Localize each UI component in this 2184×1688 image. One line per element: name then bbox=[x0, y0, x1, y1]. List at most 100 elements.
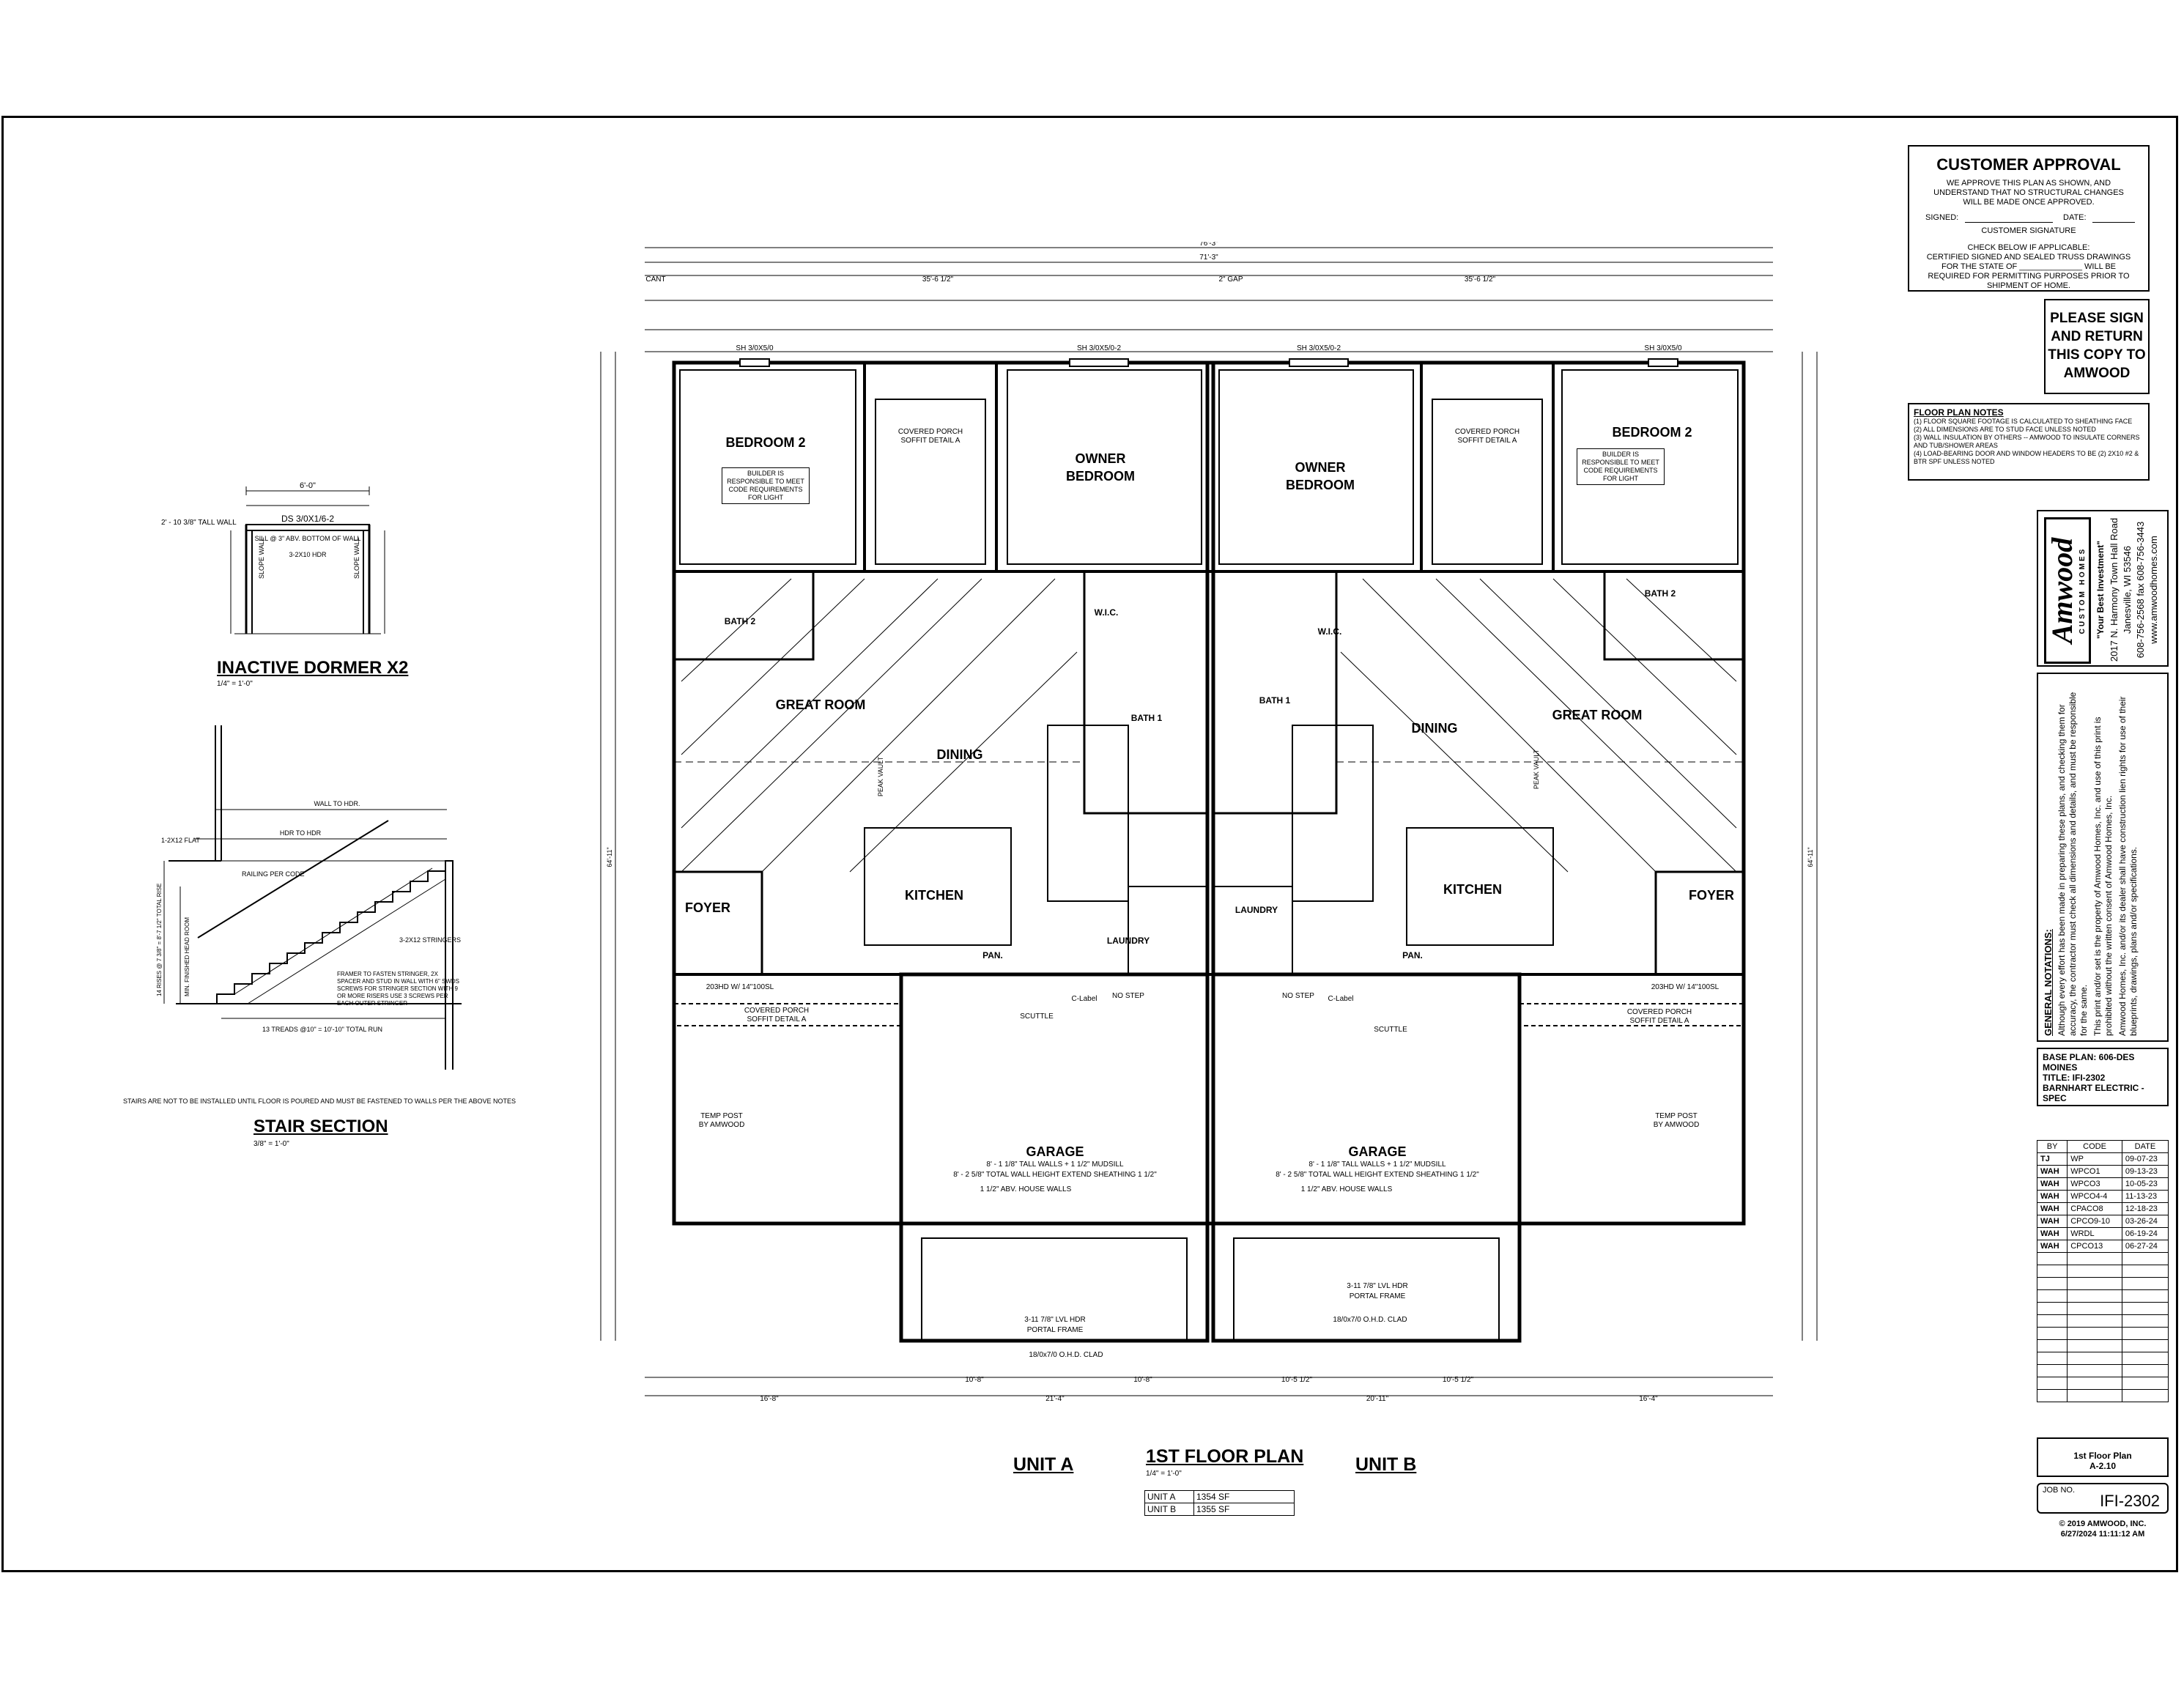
floor-plan-notes: FLOOR PLAN NOTES (1) FLOOR SQUARE FOOTAG… bbox=[1908, 403, 2150, 481]
unit-a-soffit-top: SOFFIT DETAIL A bbox=[901, 437, 960, 445]
unit-b-mudsill: 8' - 1 1/8" TALL WALLS + 1 1/2" MUDSILL bbox=[1308, 1160, 1446, 1169]
revision-cell: WAH bbox=[2036, 1202, 2068, 1215]
plan-subtitle: BARNHART ELECTRIC - SPEC bbox=[2043, 1083, 2144, 1103]
revision-cell-empty bbox=[2036, 1364, 2068, 1377]
unit-a-laundry-label: LAUNDRY bbox=[1107, 936, 1150, 946]
stair-scale: 3/8" = 1'-0" bbox=[253, 1140, 289, 1148]
revision-row-empty bbox=[2036, 1339, 2169, 1352]
revision-cell-empty bbox=[2067, 1265, 2122, 1278]
approval-signed-row: SIGNED: DATE: bbox=[1909, 207, 2148, 223]
job-number: IFI-2302 bbox=[2100, 1492, 2160, 1510]
dim-10-5-a: 10'-5 1/2" bbox=[1281, 1376, 1313, 1384]
half-dim-a: 35'-6 1/2" bbox=[922, 275, 954, 284]
unit-b-lvl: 3-11 7/8" LVL HDR bbox=[1347, 1282, 1407, 1290]
date-line[interactable] bbox=[2092, 222, 2135, 223]
unit-a-dining-label: DINING bbox=[937, 747, 983, 762]
unit-a-sheathing: 8' - 2 5/8" TOTAL WALL HEIGHT EXTEND SHE… bbox=[953, 1171, 1157, 1179]
revision-cell-empty bbox=[2036, 1302, 2068, 1315]
revision-cell-empty bbox=[2067, 1314, 2122, 1328]
revision-cell: CPCO13 bbox=[2067, 1240, 2122, 1253]
company-name: Amwood bbox=[2046, 537, 2078, 644]
please-sign-line-3: THIS COPY TO bbox=[2048, 347, 2146, 363]
area-table: UNIT A 1354 SF UNIT B 1355 SF bbox=[1144, 1490, 1295, 1516]
revision-cell-empty bbox=[2121, 1364, 2169, 1377]
unit-b-porch-label: COVERED PORCH bbox=[1627, 1008, 1692, 1016]
unit-b-portal: PORTAL FRAME bbox=[1350, 1292, 1406, 1300]
revision-cell: 11-13-23 bbox=[2121, 1190, 2169, 1203]
revision-cell: 10-05-23 bbox=[2121, 1177, 2169, 1191]
notes-item-4: AND TUB/SHOWER AREAS bbox=[1914, 442, 1998, 449]
unit-a-portal: PORTAL FRAME bbox=[1027, 1326, 1084, 1334]
signature-line[interactable] bbox=[1965, 222, 2053, 223]
revision-cell: WAH bbox=[2036, 1165, 2068, 1178]
job-block: JOB NO. IFI-2302 bbox=[2037, 1483, 2169, 1514]
company-rotated: Amwood CUSTOM HOMES "Your Best Investmen… bbox=[2038, 511, 2167, 665]
notations-item-1: Although every effort has been made in p… bbox=[2057, 692, 2089, 1036]
cant-left: CANT bbox=[645, 275, 665, 284]
revision-cell: 09-07-23 bbox=[2121, 1152, 2169, 1166]
dim-21-4: 21'-4" bbox=[1045, 1395, 1065, 1403]
window-a2: SH 3/0X5/0-2 bbox=[1077, 344, 1121, 352]
revision-row-empty bbox=[2036, 1377, 2169, 1390]
revision-cell: WPCO4-4 bbox=[2067, 1190, 2122, 1203]
company-phone: 608-756-2568 fax 608-756-3443 bbox=[2135, 521, 2146, 659]
revision-cell: WPCO3 bbox=[2067, 1177, 2122, 1191]
unit-a-garage-door: 18/0x7/0 O.H.D. CLAD bbox=[1029, 1351, 1103, 1359]
unit-a-scuttle: SCUTTLE bbox=[1020, 1013, 1054, 1021]
revision-cell-empty bbox=[2121, 1377, 2169, 1390]
dormer-title: INACTIVE DORMER X2 bbox=[217, 658, 409, 678]
window-a1: SH 3/0X5/0 bbox=[736, 344, 774, 352]
dim-10-8-a: 10'-8" bbox=[965, 1376, 984, 1384]
revision-row-empty bbox=[2036, 1352, 2169, 1365]
revision-cell-empty bbox=[2036, 1289, 2068, 1303]
overall-dim: 76'-3" bbox=[1199, 242, 1218, 248]
revision-row-empty bbox=[2036, 1389, 2169, 1402]
company-block: Amwood CUSTOM HOMES "Your Best Investmen… bbox=[2037, 510, 2169, 667]
unit-b-garage-door: 18/0x7/0 O.H.D. CLAD bbox=[1333, 1316, 1407, 1324]
unit-b-builder-note: BUILDER IS RESPONSIBLE TO MEET CODE REQU… bbox=[1577, 448, 1665, 485]
base-plan: BASE PLAN: 606-DES MOINES bbox=[2043, 1052, 2135, 1073]
copyright: © 2019 AMWOOD, INC. bbox=[2059, 1519, 2147, 1528]
revision-cell-empty bbox=[2067, 1364, 2122, 1377]
overall-dim-2: 71'-3" bbox=[1199, 253, 1218, 262]
revision-cell-empty bbox=[2121, 1265, 2169, 1278]
dim-16-4: 16'-4" bbox=[1639, 1395, 1658, 1403]
unit-a-porch-label: COVERED PORCH bbox=[744, 1007, 809, 1015]
sheet-number: A-2.10 bbox=[2089, 1461, 2117, 1471]
dormer-sill: SILL @ 3" ABV. BOTTOM OF WALL bbox=[255, 535, 361, 542]
please-sign-line-4: AMWOOD bbox=[2063, 366, 2131, 381]
revision-cell-empty bbox=[2067, 1277, 2122, 1290]
unit-b-bath2-label: BATH 2 bbox=[1645, 588, 1676, 599]
dormer-tall-wall: 2' - 10 3/8" TALL WALL bbox=[161, 519, 237, 527]
title-block: BASE PLAN: 606-DES MOINES TITLE: IFI-230… bbox=[2037, 1048, 2169, 1106]
company-address: 2017 N. Harmony Town Hall Road bbox=[2109, 517, 2120, 662]
revision-cell: 03-26-24 bbox=[2121, 1215, 2169, 1228]
unit-a-builder-note: BUILDER IS RESPONSIBLE TO MEET CODE REQU… bbox=[722, 467, 810, 504]
area-unit-a-label: UNIT A bbox=[1144, 1490, 1194, 1503]
revision-cell-empty bbox=[2121, 1277, 2169, 1290]
plan-title-id: TITLE: IFI-2302 bbox=[2043, 1073, 2106, 1083]
company-logo: Amwood CUSTOM HOMES bbox=[2044, 517, 2091, 664]
general-notations-block: GENERAL NOTATIONS: Although every effort… bbox=[2037, 673, 2169, 1042]
unit-a-garage-label: GARAGE bbox=[1026, 1144, 1084, 1159]
signature-caption: CUSTOMER SIGNATURE bbox=[1981, 226, 2076, 235]
revision-cell: WAH bbox=[2036, 1190, 2068, 1203]
date-label: DATE: bbox=[2063, 213, 2087, 222]
revision-cell-empty bbox=[2121, 1339, 2169, 1352]
stair-flat: 1-2X12 FLAT bbox=[161, 837, 200, 844]
unit-b-kitchen-label: KITCHEN bbox=[1443, 882, 1502, 897]
unit-b-temp-post: TEMP POST bbox=[1655, 1112, 1698, 1120]
revision-header-cell: CODE bbox=[2067, 1140, 2122, 1153]
dim-20-11: 20'-11" bbox=[1366, 1395, 1389, 1403]
revision-row-empty bbox=[2036, 1302, 2169, 1315]
please-sign-box: PLEASE SIGN AND RETURN THIS COPY TO AMWO… bbox=[2044, 299, 2150, 394]
unit-a-peak-vault: PEAK VAULT bbox=[877, 756, 884, 796]
revision-cell-empty bbox=[2036, 1339, 2068, 1352]
sheet-name-block: 1st Floor Plan A-2.10 bbox=[2037, 1437, 2169, 1477]
revision-cell-empty bbox=[2067, 1252, 2122, 1265]
revision-cell-empty bbox=[2067, 1289, 2122, 1303]
company-tagline: "Your Best Investment" bbox=[2095, 541, 2106, 639]
